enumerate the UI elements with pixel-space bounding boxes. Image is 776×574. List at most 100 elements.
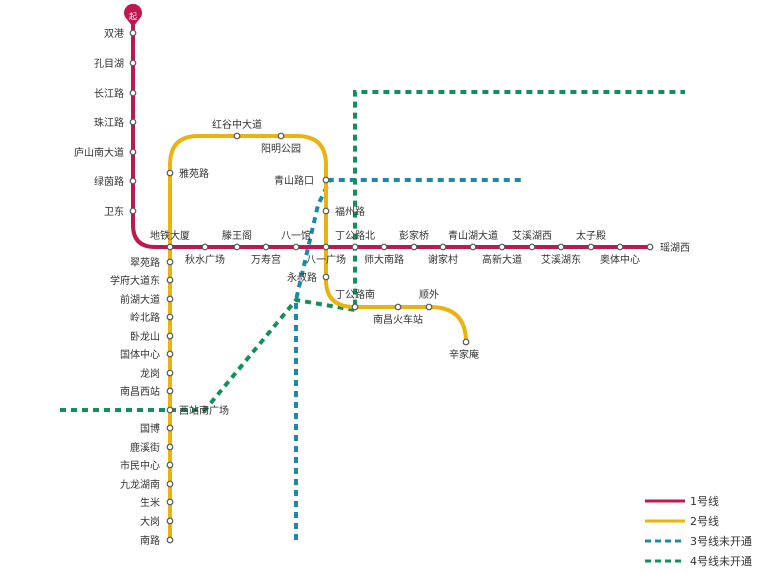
line1-station-dot	[322, 243, 330, 251]
line2-station-label: 南路	[140, 534, 160, 547]
line3-unopened	[294, 178, 525, 540]
line1-station-dot	[380, 243, 388, 251]
legend: 1号线 2号线 3号线未开通 4号线未开通	[645, 494, 752, 568]
line2-station-dot	[322, 207, 330, 215]
start-marker: 起	[124, 3, 142, 28]
line2-station-dot	[166, 461, 174, 469]
line2-station-dot	[166, 443, 174, 451]
legend-line2-label: 2号线	[690, 514, 719, 528]
start-pin-icon	[124, 3, 142, 28]
line2-station-label: 辛家庵	[449, 348, 479, 361]
line2-station-label: 青山路口	[274, 174, 314, 187]
line1-station-label: 万寿宫	[251, 253, 281, 266]
line2-station-label: 生米	[140, 496, 160, 509]
line1-station-label: 八一馆	[281, 229, 311, 242]
line1-station-label: 滕王阁	[222, 229, 252, 242]
line1-station-dot	[557, 243, 565, 251]
line1-station-label: 地铁大厦	[150, 229, 190, 242]
line1-station-dot	[129, 207, 137, 215]
line2-station-label: 阳明公园	[261, 143, 301, 155]
line2-station-dot	[462, 338, 470, 346]
line2-station-dot	[166, 258, 174, 266]
line2-station-label: 南昌西站	[120, 385, 160, 398]
line4-unopened	[60, 90, 685, 412]
line2-station-dot	[166, 498, 174, 506]
line1-station-label: 庐山南大道	[74, 146, 124, 159]
line2-station-label: 雅苑路	[179, 167, 209, 180]
line1-station-dot	[498, 243, 506, 251]
line1-station-label: 谢家村	[428, 253, 458, 266]
line2-station-dot	[166, 369, 174, 377]
line2-station-dot	[277, 132, 285, 140]
line1-station-dot	[129, 148, 137, 156]
line2-station-label: 国体中心	[120, 348, 160, 361]
line2-station-label: 龙岗	[140, 367, 160, 380]
line1-station-dot	[233, 243, 241, 251]
line1-station-dot	[129, 118, 137, 126]
line1-station-label: 珠江路	[94, 116, 124, 129]
stations: 双港孔目湖长江路珠江路庐山南大道绿茵路卫东地铁大厦秋水广场滕王阁万寿宫八一馆八一…	[74, 28, 690, 547]
line2-station-dot	[166, 313, 174, 321]
line2-station-label: 丁公路南	[335, 288, 375, 301]
line1-station-label: 彭家桥	[399, 229, 429, 242]
line2-path	[168, 134, 468, 540]
line2-station-label: 顺外	[419, 289, 439, 301]
line2-station-label: 前湖大道	[120, 293, 160, 306]
line2-station-label: 国博	[140, 422, 160, 435]
line2-station-dot	[233, 132, 241, 140]
line2-station-label: 岭北路	[130, 311, 160, 324]
line1-station-label: 瑶湖西	[660, 242, 690, 254]
line1-station-dot	[201, 243, 209, 251]
line2-station-label: 红谷中大道	[212, 118, 262, 131]
line2-station-dot	[351, 303, 359, 311]
line2-station-label: 市民中心	[120, 459, 160, 472]
line1-station-label: 长江路	[94, 87, 124, 100]
line2-station-dot	[394, 303, 402, 311]
legend-line1-label: 1号线	[690, 494, 719, 508]
line1-station-dot	[292, 243, 300, 251]
line1-station-dot	[646, 243, 654, 251]
line3-path	[294, 178, 525, 540]
line2-station-dot	[166, 536, 174, 544]
line2-station-dot	[425, 303, 433, 311]
line1-station-dot	[587, 243, 595, 251]
line2-station-dot	[322, 273, 330, 281]
line1-station-label: 秋水广场	[185, 253, 225, 266]
line1-station-dot	[469, 243, 477, 251]
line2-station-label: 南昌火车站	[373, 313, 423, 326]
line2-station-label: 九龙湖南	[120, 478, 160, 491]
line1-station-dot	[439, 243, 447, 251]
legend-line4-label: 4号线未开通	[690, 554, 752, 568]
line1-station-label: 八一广场	[306, 253, 346, 266]
line1-station-label: 双港	[104, 28, 124, 40]
legend-line3-label: 3号线未开通	[690, 534, 752, 548]
line1-station-label: 太子殿	[576, 229, 606, 242]
line1-station-label: 卫东	[104, 205, 124, 218]
line1-station-dot	[262, 243, 270, 251]
line1-station-dot	[351, 243, 359, 251]
line1-station-label: 丁公路北	[335, 229, 375, 242]
line1-station-dot	[129, 89, 137, 97]
line2-station-label: 鹿溪街	[130, 441, 160, 454]
line2-station-dot	[166, 517, 174, 525]
line1-station-label: 青山湖大道	[448, 229, 498, 242]
line2-station-dot	[166, 350, 174, 358]
line2-station-label: 卧龙山	[130, 330, 160, 343]
line1-station-label: 师大南路	[364, 253, 404, 266]
line4-path	[60, 90, 685, 412]
line2-station-dot	[166, 480, 174, 488]
line1-station-label: 艾溪湖东	[541, 253, 581, 266]
start-marker-label: 起	[129, 12, 137, 21]
line2-station-dot	[166, 276, 174, 284]
line2-station-dot	[166, 295, 174, 303]
line1-station-dot	[166, 243, 174, 251]
line2-station-label: 福州路	[335, 205, 365, 218]
line2-station-dot	[166, 424, 174, 432]
line1-path	[131, 17, 650, 249]
line1-station-label: 艾溪湖西	[512, 230, 552, 242]
line1-station-dot	[616, 243, 624, 251]
line2-station-dot	[322, 176, 330, 184]
line1-station-dot	[410, 243, 418, 251]
line2-station-label: 翠苑路	[130, 256, 160, 269]
